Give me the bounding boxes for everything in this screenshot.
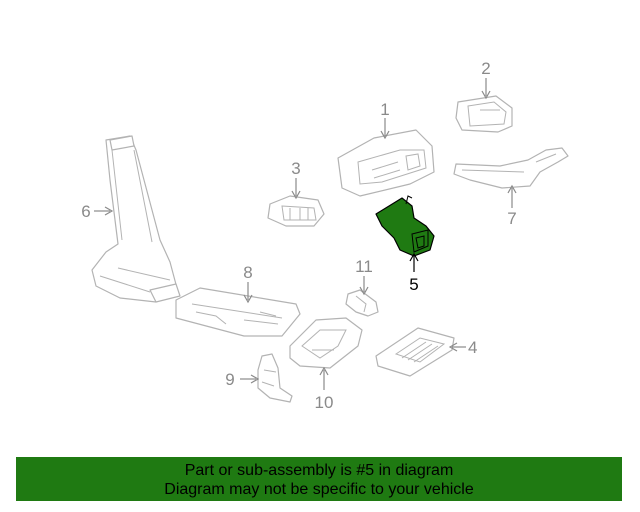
callout-2[interactable]: 2 [481,59,490,78]
part-4-grille [375,327,455,377]
info-banner: Part or sub-assembly is #5 in diagram Di… [16,457,622,501]
parts-diagram: 1 2 3 4 5 6 7 8 9 10 11 [81,59,569,412]
part-11-connector [345,289,379,317]
part-3-vent [267,195,325,227]
callout-8[interactable]: 8 [243,263,252,282]
part-2-side-vent [455,95,513,133]
callout-lines [94,78,517,390]
callout-5[interactable]: 5 [409,275,418,294]
info-banner-line-1: Part or sub-assembly is #5 in diagram [184,462,454,479]
info-banner-line-2: Diagram may not be specific to your vehi… [164,481,474,498]
callout-10[interactable]: 10 [315,393,334,412]
part-6-duct [91,135,181,303]
callout-3[interactable]: 3 [291,159,300,178]
part-1-center-vent [337,129,435,197]
parts-diagram-svg: 1 2 3 4 5 6 7 8 9 10 11 [81,59,569,412]
callout-6[interactable]: 6 [81,202,90,221]
part-10-module [289,317,363,369]
part-7-air-tube [453,147,569,189]
part-5-highlighted-duct [375,195,435,257]
callout-4[interactable]: 4 [468,338,477,357]
part-8-floor-duct [175,287,301,337]
callout-9[interactable]: 9 [225,370,234,389]
callout-1[interactable]: 1 [380,100,389,119]
callout-7[interactable]: 7 [507,209,516,228]
callout-11[interactable]: 11 [355,257,373,276]
part-9-bracket [257,353,293,403]
